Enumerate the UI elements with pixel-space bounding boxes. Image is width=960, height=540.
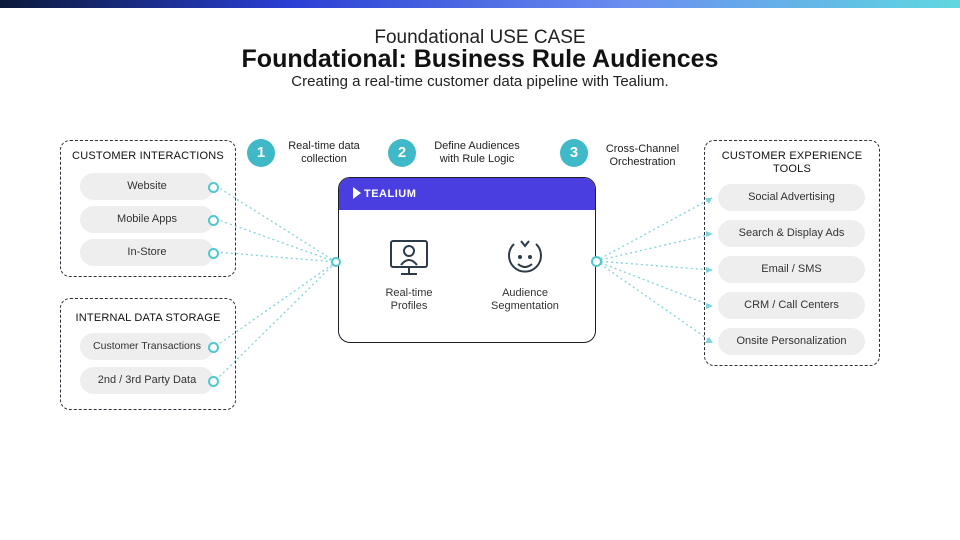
dot-in-store — [208, 248, 219, 259]
connector-onsite — [595, 260, 713, 343]
tealium-header: TEALIUM — [339, 178, 595, 210]
connector-social — [595, 197, 713, 262]
feature-segmentation-label: Audience Segmentation — [475, 287, 575, 313]
step-1-circle: 1 — [247, 139, 275, 167]
feature-segmentation-line1: Audience — [502, 287, 548, 299]
kicker-text: Foundational USE CASE — [374, 27, 586, 48]
tealium-logo: TEALIUM — [353, 187, 416, 200]
cx-tools-title-line2: TOOLS — [772, 163, 812, 175]
source-website: Website — [80, 173, 214, 200]
step-1-label: Real-time data collection — [278, 140, 370, 166]
arrow-email — [706, 267, 713, 273]
connector-website — [215, 185, 337, 263]
source-party-data: 2nd / 3rd Party Data — [80, 367, 214, 394]
step-1-label-line2: collection — [301, 153, 347, 165]
step-1-label-line1: Real-time data — [288, 140, 360, 152]
internal-storage-group: INTERNAL DATA STORAGE — [60, 298, 236, 410]
source-in-store: In-Store — [80, 239, 214, 266]
arrow-social — [705, 198, 712, 204]
cx-tools-title: CUSTOMER EXPERIENCE TOOLS — [705, 150, 879, 176]
feature-segmentation-line2: Segmentation — [491, 300, 559, 312]
arrow-search — [706, 231, 713, 237]
customer-interactions-group: CUSTOMER INTERACTIONS — [60, 140, 236, 277]
step-3-circle: 3 — [560, 139, 588, 167]
connector-search — [595, 233, 713, 262]
feature-profiles-line1: Real-time — [385, 287, 433, 299]
segmentation-face-icon — [508, 240, 542, 273]
dot-customer-transactions — [208, 342, 219, 353]
cx-tools-group: CUSTOMER EXPERIENCE TOOLS — [704, 140, 880, 366]
connector-email — [595, 260, 713, 271]
tool-social-advertising: Social Advertising — [718, 184, 865, 211]
customer-interactions-title: CUSTOMER INTERACTIONS — [72, 150, 224, 162]
cx-tools-title-line1: CUSTOMER EXPERIENCE — [721, 150, 863, 162]
tool-onsite-personalization: Onsite Personalization — [718, 328, 865, 355]
internal-storage-title: INTERNAL DATA STORAGE — [75, 312, 221, 324]
step-2-circle: 2 — [388, 139, 416, 167]
connector-mobile — [215, 218, 337, 263]
arrow-onsite — [705, 337, 713, 343]
step-2-label-line2: with Rule Logic — [439, 153, 515, 165]
step-3-label: Cross-Channel Orchestration — [595, 143, 690, 169]
step-2-label: Define Audiences with Rule Logic — [422, 140, 532, 166]
connector-instore — [215, 251, 337, 263]
step-3-label-line1: Cross-Channel — [605, 143, 680, 155]
tealium-brand-text: TEALIUM — [364, 188, 417, 200]
dot-party-data — [208, 376, 219, 387]
tealium-input-node — [331, 257, 341, 267]
feature-profiles-line2: Profiles — [390, 300, 428, 312]
tealium-platform-box: TEALIUM Real-time Profiles Audience Segm… — [338, 177, 596, 343]
connector-crm — [595, 260, 713, 307]
tool-search-display-ads: Search & Display Ads — [718, 220, 865, 247]
page-subtitle: Creating a real-time customer data pipel… — [291, 73, 669, 90]
source-customer-transactions: Customer Transactions — [80, 333, 214, 360]
source-mobile-apps: Mobile Apps — [80, 206, 214, 233]
tealium-mark-icon — [353, 187, 361, 199]
step-2-label-line1: Define Audiences — [434, 140, 520, 152]
dot-website — [208, 182, 219, 193]
tool-email-sms: Email / SMS — [718, 256, 865, 283]
connector-party-data — [215, 261, 337, 381]
tealium-output-node — [591, 256, 602, 267]
top-gradient-bar — [0, 0, 960, 8]
feature-profiles-label: Real-time Profiles — [359, 287, 459, 313]
arrow-crm — [706, 303, 713, 309]
page-title: Foundational: Business Rule Audiences — [241, 45, 719, 73]
step-3-label-line2: Orchestration — [609, 156, 676, 168]
monitor-profile-icon — [390, 240, 428, 275]
tool-crm-call-centers: CRM / Call Centers — [718, 292, 865, 319]
dot-mobile-apps — [208, 215, 219, 226]
